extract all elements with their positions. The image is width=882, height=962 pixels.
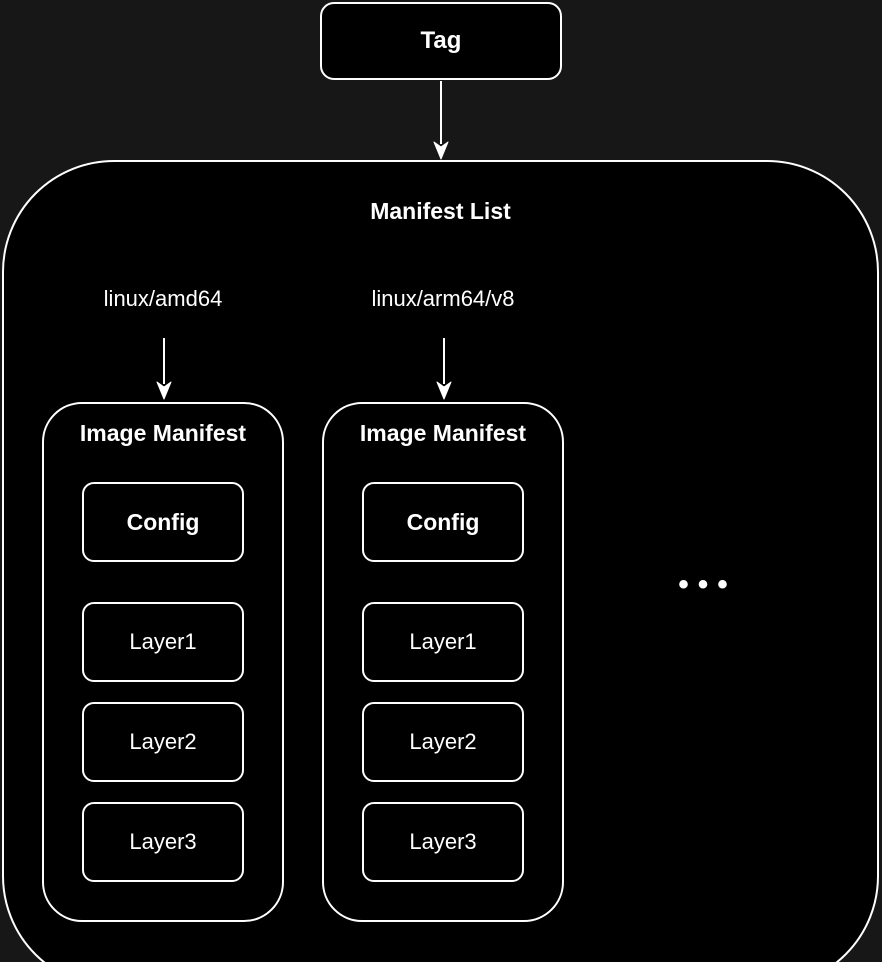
platform-label-linux-arm64-v8: linux/arm64/v8: [371, 286, 515, 311]
layer1-node: Layer1: [362, 602, 524, 682]
layer2-node: Layer2: [82, 702, 244, 782]
arrow-tag-to-manifest-list-icon: [433, 81, 449, 160]
layer2-node-label: Layer2: [409, 729, 477, 754]
layer2-node-label: Layer2: [129, 729, 197, 754]
layer2-node: Layer2: [362, 702, 524, 782]
tag-node-label: Tag: [420, 27, 462, 54]
image-manifest-title: Image Manifest: [359, 420, 527, 446]
config-node: Config: [362, 482, 524, 562]
config-node-label: Config: [406, 508, 480, 535]
layer3-node: Layer3: [362, 802, 524, 882]
tag-node: Tag: [320, 2, 562, 80]
manifest-list-title: Manifest List: [370, 198, 511, 224]
layer1-node-label: Layer1: [129, 629, 197, 654]
layer1-node-label: Layer1: [409, 629, 477, 654]
arrow-arm64-to-image-manifest-icon: [436, 338, 452, 400]
layer3-node-label: Layer3: [409, 829, 477, 854]
image-manifest-title: Image Manifest: [79, 420, 247, 446]
config-node: Config: [82, 482, 244, 562]
platform-label-linux-amd64: linux/amd64: [103, 286, 223, 311]
layer3-node: Layer3: [82, 802, 244, 882]
image-manifest-node-amd64: Image Manifest Config Layer1 Layer2 Laye…: [42, 402, 284, 922]
layer1-node: Layer1: [82, 602, 244, 682]
more-manifests-ellipsis: •••: [678, 568, 737, 601]
image-manifest-node-arm64: Image Manifest Config Layer1 Layer2 Laye…: [322, 402, 564, 922]
layer3-node-label: Layer3: [129, 829, 197, 854]
arrow-amd64-to-image-manifest-icon: [156, 338, 172, 400]
config-node-label: Config: [126, 508, 200, 535]
manifest-list-node: Manifest List linux/amd64 linux/arm64/v8…: [2, 160, 879, 962]
